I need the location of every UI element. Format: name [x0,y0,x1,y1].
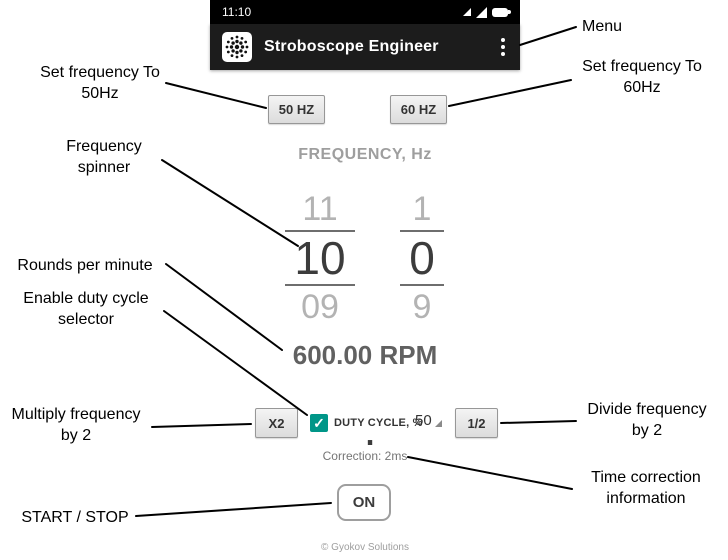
duty-cycle-value-dropdown[interactable]: 50 [415,412,442,429]
annotation-time-correction: Time correction information [591,469,701,507]
annotation-multiply: Multiply frequency by 2 [11,406,141,444]
wifi-icon [476,6,487,18]
annotation-start-stop: START / STOP [21,509,129,526]
annotation-frequency-spinner: Frequency spinner [66,138,142,176]
divide-by-2-button[interactable]: 1/2 [455,408,498,438]
overflow-menu-icon[interactable] [498,34,508,60]
dropdown-arrow-icon [434,420,442,427]
annotation-rpm: Rounds per minute [17,257,153,274]
set-50hz-button[interactable]: 50 HZ [268,95,325,124]
spinner-ones-next[interactable]: 9 [412,288,432,326]
multiply-by-2-button[interactable]: X2 [255,408,298,438]
spinner-tens-current[interactable]: 10 [285,230,355,286]
decimal-point: . [363,403,377,455]
duty-cycle-checkbox[interactable]: ✓ [310,414,328,432]
spinner-ones-prev[interactable]: 1 [412,190,432,228]
spinner-tens-prev[interactable]: 11 [302,190,338,228]
footer-credit: © Gyokov Solutions [321,542,409,553]
spinner-tens-column[interactable]: 11 10 09 [285,188,355,328]
spinner-tens-next[interactable]: 09 [301,288,339,326]
status-bar: 11:10 [210,0,520,24]
app-title: Stroboscope Engineer [264,38,439,55]
frequency-label: FREQUENCY, Hz [298,146,432,163]
frequency-spinner[interactable]: 11 10 09 . 1 0 9 [210,188,520,455]
status-time: 11:10 [222,5,252,19]
app-icon [222,32,252,62]
duty-cycle-value[interactable]: 50 [415,412,432,429]
set-60hz-button[interactable]: 60 HZ [390,95,447,124]
duty-cycle-label: DUTY CYCLE, % [334,417,423,429]
annotation-menu: Menu [582,18,623,35]
status-icons [463,6,511,18]
phone-screen: 11:10 [210,0,520,560]
annotation-set-50hz: Set frequency To 50Hz [40,64,160,102]
battery-icon [492,7,511,17]
annotation-set-60hz: Set frequency To 60Hz [582,58,702,96]
signal-icon [463,8,471,16]
annotation-divide: Divide frequency by 2 [587,401,707,439]
annotation-duty-selector: Enable duty cycle selector [23,290,149,328]
correction-info: Correction: 2ms [322,449,408,463]
app-bar: Stroboscope Engineer [210,24,520,70]
checkmark-icon: ✓ [313,415,325,431]
rpm-value: 600.00 RPM [292,340,438,370]
spinner-ones-column[interactable]: 1 0 9 [400,188,444,328]
spinner-ones-current[interactable]: 0 [400,230,444,286]
start-stop-button[interactable]: ON [337,484,391,521]
